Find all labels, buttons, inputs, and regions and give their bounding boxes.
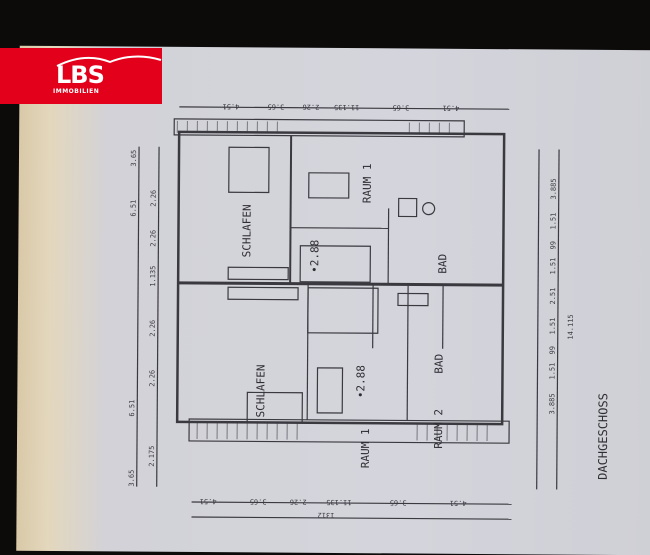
dim-left: 6.51: [130, 200, 138, 217]
dim-top: 2.26: [302, 103, 319, 111]
dim-left: 2.26: [149, 230, 157, 247]
dim-bottom: 4.51: [450, 499, 467, 507]
dim-top: 4.51: [442, 104, 459, 112]
dim-left: 2.175: [148, 446, 156, 467]
dim-left: 2.26: [148, 370, 156, 387]
lbs-logo: LBS IMMOBILIEN: [0, 48, 162, 104]
floor-plan-drawing: SCHLAFEN RAUM 1 BAD SCHLAFEN RAUM 1 RAUM…: [16, 46, 650, 555]
logo-brand: LBS: [56, 61, 104, 89]
room-label-bad-1: BAD: [436, 254, 449, 274]
dim-left: 6.51: [128, 400, 136, 417]
dim-bottom: 3.65: [390, 498, 407, 506]
dim-top: 3.65: [392, 103, 409, 111]
dim-bottom: 4.51: [200, 497, 217, 505]
dim-right: 1.51: [549, 258, 557, 275]
room-label-bad-2: BAD: [432, 354, 445, 374]
dim-right: 14.115: [567, 314, 575, 339]
total-width-dimension: 1312: [318, 511, 335, 519]
dim-top: 4.51: [222, 102, 239, 110]
room-label-raum1-1: RAUM 1: [361, 163, 374, 203]
dim-right: 1.51: [548, 363, 556, 380]
dim-right: 3.885: [550, 178, 558, 199]
dim-right: 3.885: [548, 393, 556, 414]
room-label-schlafen-1: SCHLAFEN: [240, 204, 253, 257]
dim-left: 3.65: [128, 470, 136, 487]
dim-right: 1.51: [549, 318, 557, 335]
dim-right: 2.51: [549, 288, 557, 305]
dim-right: 99: [549, 241, 557, 249]
logo-subtitle: IMMOBILIEN: [53, 88, 99, 95]
floor-plan-paper: SCHLAFEN RAUM 1 BAD SCHLAFEN RAUM 1 RAUM…: [16, 46, 650, 555]
dim-bottom: 2.26: [290, 498, 307, 506]
dim-right: 99: [549, 346, 557, 354]
dim-left: 1.135: [149, 266, 157, 287]
room-label-schlafen-2: SCHLAFEN: [254, 364, 267, 417]
room-label-raum1-2: RAUM 1: [359, 428, 372, 468]
dim-top: 11.135: [334, 103, 359, 111]
dim-bottom: 3.65: [250, 497, 267, 505]
room-label-raum2: RAUM 2: [432, 409, 445, 449]
dim-right: 1.51: [550, 213, 558, 230]
plan-title: DACHGESCHOSS: [596, 393, 611, 480]
dim-bottom: 11.135: [326, 498, 351, 506]
dim-left: 3.65: [130, 150, 138, 167]
dim-left: 2.26: [150, 190, 158, 207]
dim-left: 2.26: [149, 320, 157, 337]
level-mark-1: •2.88: [308, 240, 321, 273]
level-mark-2: •2.88: [354, 365, 367, 398]
dim-top: 3.65: [267, 103, 284, 111]
